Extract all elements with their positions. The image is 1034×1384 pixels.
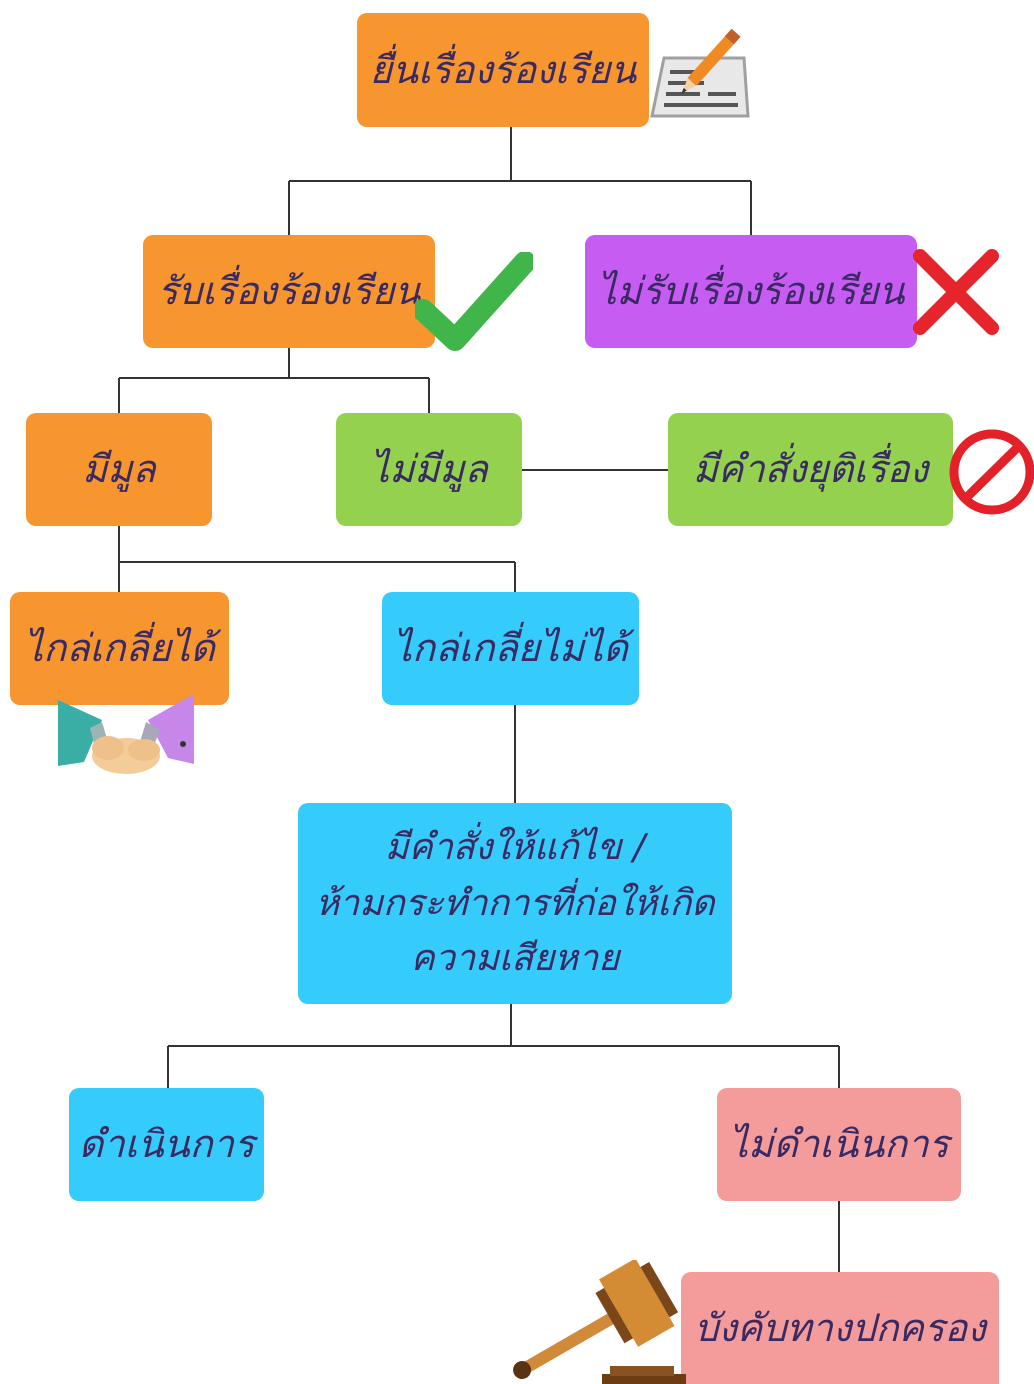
reject-complaint-node: ไม่รับเรื่องร้องเรียน bbox=[585, 235, 917, 348]
prohibited-icon bbox=[949, 429, 1034, 515]
gavel-icon bbox=[513, 1260, 686, 1384]
has-grounds-node: มีมูล bbox=[26, 413, 212, 526]
mediation-success-label: ไกล่เกลี่ยได้ bbox=[24, 626, 215, 671]
file-complaint-label: ยื่นเรื่องร้องเรียน bbox=[369, 47, 637, 92]
reject-complaint-label: ไม่รับเรื่องร้องเรียน bbox=[597, 269, 905, 314]
has-grounds-label: มีมูล bbox=[82, 447, 156, 492]
mediation-fail-node: ไกล่เกลี่ยไม่ได้ bbox=[382, 592, 639, 705]
mediation-fail-label: ไกล่เกลี่ยไม่ได้ bbox=[393, 626, 628, 671]
comply-node: ดำเนินการ bbox=[69, 1088, 264, 1201]
administrative-enforcement-label: บังคับทางปกครอง bbox=[694, 1305, 986, 1350]
administrative-enforcement-node: บังคับทางปกครอง bbox=[681, 1272, 999, 1384]
document-pen-icon bbox=[650, 28, 750, 118]
file-complaint-node: ยื่นเรื่องร้องเรียน bbox=[357, 13, 649, 127]
order-remedy-line-3: ความเสียหาย bbox=[410, 938, 620, 980]
not-comply-node: ไม่ดำเนินการ bbox=[717, 1088, 961, 1201]
order-terminate-node: มีคำสั่งยุติเรื่อง bbox=[668, 413, 953, 526]
order-remedy-line-2: ห้ามกระทำการที่ก่อให้เกิด bbox=[315, 882, 715, 924]
not-comply-label: ไม่ดำเนินการ bbox=[729, 1122, 949, 1167]
order-remedy-node: มีคำสั่งให้แก้ไข / ห้ามกระทำการที่ก่อให้… bbox=[298, 803, 732, 1004]
checkmark-icon bbox=[415, 252, 533, 351]
no-grounds-node: ไม่มีมูล bbox=[336, 413, 522, 526]
handshake-icon bbox=[58, 694, 194, 774]
accept-complaint-node: รับเรื่องร้องเรียน bbox=[143, 235, 435, 348]
order-remedy-line-1: มีคำสั่งให้แก้ไข / bbox=[384, 826, 646, 868]
mediation-success-node: ไกล่เกลี่ยได้ bbox=[10, 592, 229, 705]
no-grounds-label: ไม่มีมูล bbox=[370, 447, 488, 492]
order-terminate-label: มีคำสั่งยุติเรื่อง bbox=[692, 447, 929, 492]
accept-complaint-label: รับเรื่องร้องเรียน bbox=[157, 269, 421, 314]
cross-icon bbox=[913, 249, 999, 335]
comply-label: ดำเนินการ bbox=[78, 1122, 255, 1167]
